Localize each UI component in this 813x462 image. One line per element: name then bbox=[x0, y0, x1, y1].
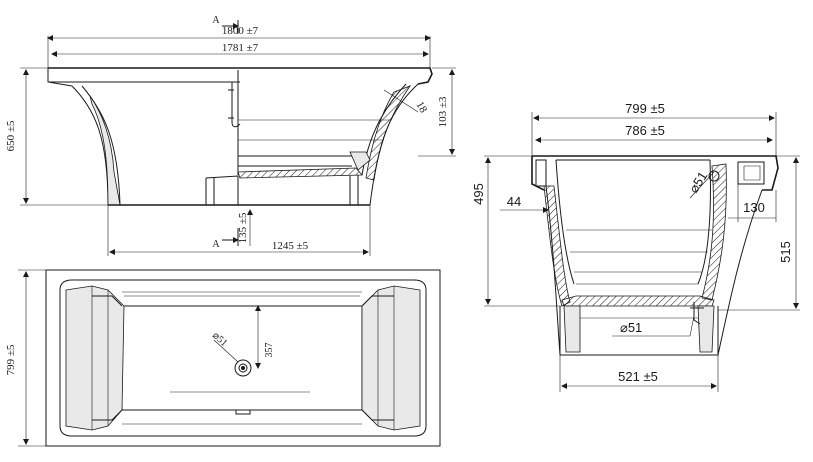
label-length-inner: 1781 ±7 bbox=[222, 42, 259, 54]
label-rim-offset: 44 bbox=[507, 194, 521, 209]
label-section-height: 515 bbox=[778, 241, 793, 263]
dim-section-width-outer: 799 ±5 bbox=[531, 101, 777, 156]
dim-section-depth: 495 bbox=[471, 155, 562, 307]
dim-base-height: 135 ±5 bbox=[206, 204, 260, 246]
label-length-outer: 1800 ±7 bbox=[222, 25, 259, 37]
top-view-drain: ⌀51 bbox=[210, 330, 252, 377]
dim-section-drain-diameter: ⌀51 bbox=[612, 315, 695, 337]
dim-rim-height: 103 ±3 bbox=[418, 67, 456, 157]
label-base-height: 135 ±5 bbox=[237, 212, 249, 243]
label-height-total: 650 ±5 bbox=[5, 120, 17, 151]
section-tub-body bbox=[531, 155, 779, 356]
side-view-tub-body bbox=[47, 67, 433, 206]
dim-section-base-width: 521 ±5 bbox=[559, 355, 719, 392]
top-view: ⌀51 357 799 ±5 bbox=[5, 269, 441, 447]
dim-section-height: 515 bbox=[718, 155, 800, 311]
dim-rim-offset: 44 bbox=[500, 194, 549, 213]
section-mark-bottom: A bbox=[212, 228, 239, 250]
label-rim-height: 103 ±3 bbox=[437, 96, 449, 127]
top-view-overflow bbox=[235, 409, 251, 415]
label-top-drain-diameter: ⌀51 bbox=[210, 330, 229, 349]
dim-drain-offset: 357 bbox=[255, 305, 275, 369]
top-view-inner-rim bbox=[59, 279, 427, 437]
section-view: 799 ±5 786 ±5 495 44 515 bbox=[471, 101, 800, 392]
label-section-base-width: 521 ±5 bbox=[618, 369, 658, 384]
label-wall-thickness: 18 bbox=[413, 100, 429, 116]
label-base-length: 1245 ±5 bbox=[272, 240, 309, 252]
section-label-bottom: A bbox=[212, 239, 220, 250]
dim-top-width: 799 ±5 bbox=[5, 269, 46, 447]
section-mark-top: A bbox=[212, 15, 239, 34]
dim-section-width-inner: 786 ±5 bbox=[535, 123, 773, 143]
side-view: 1800 ±7 1781 ±7 A A 650 ±5 bbox=[5, 15, 456, 256]
label-overflow-diameter: ⌀51 bbox=[686, 169, 711, 196]
label-section-width-inner: 786 ±5 bbox=[625, 123, 665, 138]
top-view-basin bbox=[121, 305, 363, 411]
dim-length-outer: 1800 ±7 bbox=[47, 25, 431, 68]
label-section-depth: 495 bbox=[471, 183, 486, 205]
label-section-drain-diameter: ⌀51 bbox=[620, 320, 642, 335]
label-overflow-offset: 130 bbox=[743, 200, 765, 215]
label-section-width-outer: 799 ±5 bbox=[625, 101, 665, 116]
top-view-outer-rim bbox=[45, 269, 441, 447]
dim-length-inner: 1781 ±7 bbox=[51, 42, 429, 57]
dim-height-total: 650 ±5 bbox=[5, 67, 108, 206]
dim-base-length: 1245 ±5 bbox=[107, 205, 371, 256]
label-drain-offset: 357 bbox=[264, 343, 275, 358]
dim-overflow-offset: 130 bbox=[728, 184, 777, 222]
section-label-top: A bbox=[212, 15, 220, 26]
label-top-width: 799 ±5 bbox=[5, 344, 17, 375]
